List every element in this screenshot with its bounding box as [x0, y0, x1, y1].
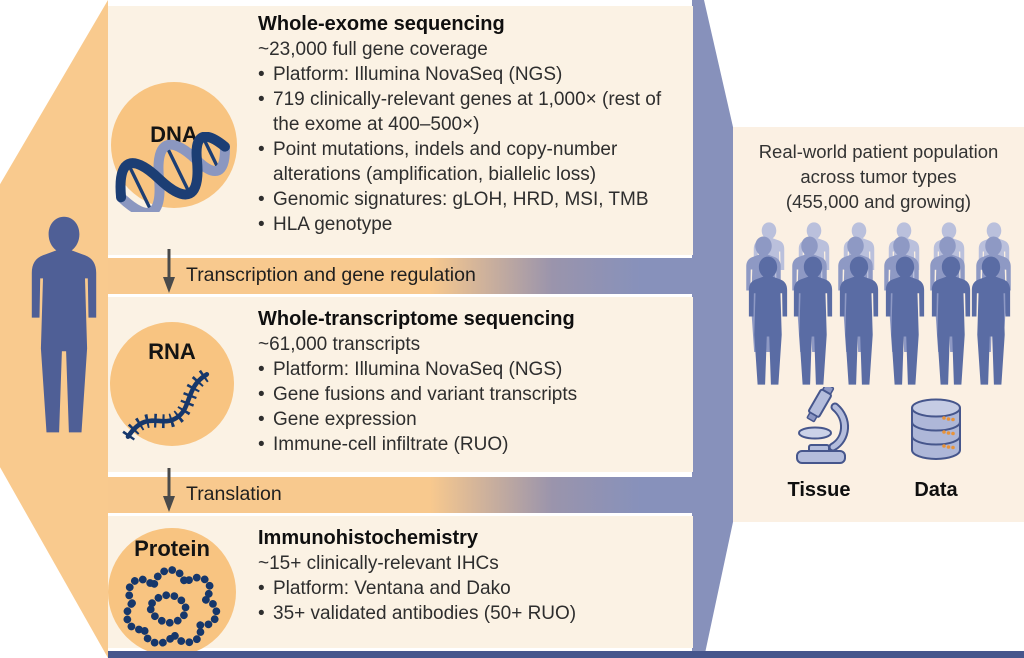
down-arrow-icon	[163, 468, 175, 512]
rna-circle-label: RNA	[148, 339, 196, 364]
dna-bullet: 719 clinically-relevant genes at 1,000× …	[258, 87, 686, 137]
patient-crowd-icon	[746, 222, 1011, 385]
rna-bullet: Platform: Illumina NovaSeq (NGS)	[258, 357, 686, 382]
dna-title: Whole-exome sequencing	[258, 13, 505, 35]
transcription-band-label: Transcription and gene regulation	[186, 264, 476, 286]
protein-bullet: Platform: Ventana and Dako	[258, 576, 686, 601]
rna-bullet-list: Platform: Illumina NovaSeq (NGS) Gene fu…	[258, 357, 686, 457]
dna-subtitle: ~23,000 full gene coverage	[258, 39, 488, 60]
rna-subtitle: ~61,000 transcripts	[258, 334, 421, 355]
transcription-band: Transcription and gene regulation	[108, 249, 693, 294]
protein-bullet: 35+ validated antibodies (50+ RUO)	[258, 601, 686, 626]
population-title-line2: across tumor types	[800, 166, 957, 187]
protein-title: Immunohistochemistry	[258, 527, 479, 549]
population-title: Real-world patient population across tum…	[733, 139, 1024, 214]
protein-text-block: Immunohistochemistry ~15+ clinically-rel…	[258, 526, 686, 626]
rna-bullet: Immune-cell infiltrate (RUO)	[258, 432, 686, 457]
rna-strand-icon	[122, 368, 211, 441]
protein-panel: Protein Immunohistochemistry ~15+ clinic…	[108, 516, 693, 656]
dna-circle: DNA	[111, 82, 237, 212]
funnel-band-shape	[692, 0, 733, 658]
dna-bullet-list: Platform: Illumina NovaSeq (NGS) 719 cli…	[258, 62, 686, 237]
rna-circle: RNA	[110, 322, 234, 446]
translation-band-label: Translation	[186, 483, 282, 505]
patient-silhouette-icon	[22, 148, 106, 504]
protein-circle: Protein	[108, 528, 236, 656]
dna-helix-icon	[115, 132, 230, 212]
translation-band: Translation	[108, 468, 693, 513]
tissue-label: Tissue	[787, 479, 851, 501]
protein-circle-label: Protein	[134, 536, 210, 561]
down-arrow-icon	[163, 249, 175, 293]
protein-subtitle: ~15+ clinically-relevant IHCs	[258, 553, 499, 574]
rna-bullet: Gene expression	[258, 407, 686, 432]
protein-bullet-list: Platform: Ventana and Dako 35+ validated…	[258, 576, 686, 626]
population-panel: Real-world patient population across tum…	[733, 127, 1024, 522]
rna-panel: RNA Whole-transcriptome sequencing ~61,0…	[108, 297, 693, 472]
dna-bullet: Platform: Illumina NovaSeq (NGS)	[258, 62, 686, 87]
footer-bar	[108, 651, 1024, 658]
rna-text-block: Whole-transcriptome sequencing ~61,000 t…	[258, 307, 686, 457]
dna-panel: DNA Whole-exome sequencing ~23,000 full …	[108, 6, 693, 255]
rna-bullet: Gene fusions and variant transcripts	[258, 382, 686, 407]
data-label: Data	[914, 479, 958, 501]
population-title-line1: Real-world patient population	[758, 141, 999, 162]
dna-text-block: Whole-exome sequencing ~23,000 full gene…	[258, 12, 686, 237]
dna-bullet: Genomic signatures: gLOH, HRD, MSI, TMB	[258, 187, 686, 212]
database-icon	[911, 398, 961, 460]
protein-beads-icon	[123, 566, 221, 647]
population-title-line3: (455,000 and growing)	[785, 191, 972, 212]
microscope-icon	[796, 387, 849, 464]
dna-bullet: Point mutations, indels and copy-number …	[258, 137, 686, 187]
dna-bullet: HLA genotype	[258, 212, 686, 237]
rna-title: Whole-transcriptome sequencing	[258, 308, 575, 330]
